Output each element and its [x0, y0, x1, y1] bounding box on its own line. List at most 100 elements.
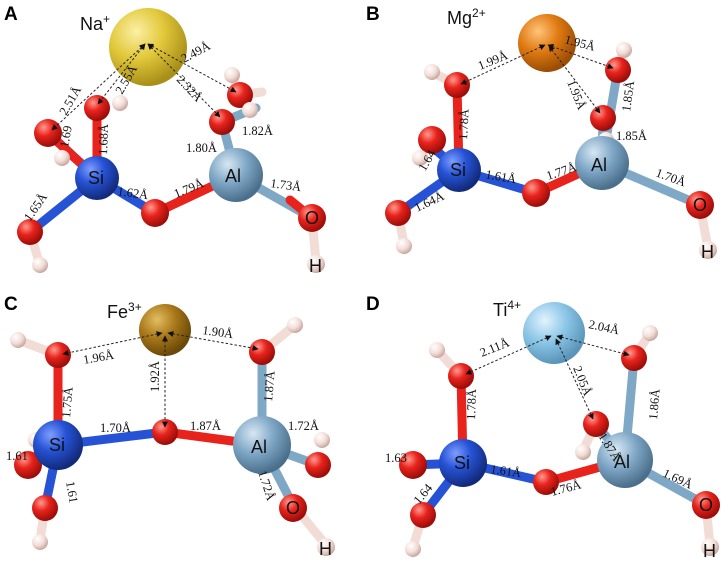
oxygen-atom	[399, 451, 427, 479]
hydrogen-atom	[412, 150, 428, 166]
oxygen-atom	[14, 451, 42, 479]
distance-guides	[465, 334, 630, 420]
distance-label: 1.73Å	[270, 176, 303, 194]
aluminum-atom	[233, 416, 291, 474]
oxygen-atom	[17, 219, 43, 245]
oxygen-atom	[152, 419, 178, 445]
distance-label: 1.82Å	[242, 124, 273, 138]
oxygen-atom	[686, 191, 714, 219]
hydrogen-atom	[314, 432, 330, 448]
o-label: O	[286, 498, 300, 518]
panel-a: A	[4, 4, 326, 276]
distance-guides	[51, 43, 237, 131]
al-label: Al	[614, 452, 630, 472]
oxygen-atom	[385, 200, 411, 226]
hydrogen-atom	[10, 332, 26, 348]
titanium-atom	[523, 302, 585, 364]
distance-label: 1.62Å	[117, 184, 150, 202]
oxygen-atom	[621, 345, 647, 371]
oxygen-atom	[533, 469, 559, 495]
hydrogen-atom	[317, 538, 335, 556]
oxygen-atom	[590, 105, 616, 131]
si-label: Si	[450, 160, 466, 180]
aluminum-atom	[209, 148, 263, 202]
o-label: O	[305, 208, 319, 228]
hydrogen-atom	[242, 102, 258, 118]
distance-label: 2.32Å	[174, 72, 205, 104]
distance-label: 2.51Å	[56, 84, 84, 118]
atoms	[399, 302, 720, 557]
panel-letter: D	[366, 294, 380, 315]
hydrogen-atom	[575, 444, 591, 460]
silicon-atom	[75, 156, 119, 200]
panel-c: C	[4, 294, 335, 559]
distance-label: 2.11Å	[478, 335, 511, 359]
oxygen-atom	[45, 342, 71, 368]
cation-label: Ti4+	[493, 298, 521, 320]
distance-label: 1.80Å	[186, 141, 217, 155]
atoms	[10, 304, 335, 556]
distance-label: 1.78Å	[456, 109, 472, 141]
hydrogen-atom	[424, 64, 440, 80]
oxygen-atom	[32, 495, 58, 521]
distance-label: 1.96Å	[82, 348, 115, 367]
distance-label: 1.90Å	[202, 323, 235, 341]
hydrogen-atom	[396, 238, 412, 254]
bonds	[393, 43, 713, 253]
distance-label: 1.63	[385, 451, 407, 465]
hydrogen-atom	[642, 325, 658, 341]
cation-label: Na+	[80, 12, 110, 34]
hydrogen-atom	[112, 95, 128, 111]
distance-label: 1.85Å	[619, 80, 637, 113]
distance-guides	[62, 330, 259, 428]
hydrogen-atom	[54, 150, 70, 166]
oxygen-atom	[522, 179, 550, 207]
silicon-atom	[437, 148, 481, 192]
silicon-atom	[33, 420, 83, 470]
panel-d: D	[366, 294, 720, 561]
distance-label: 2.04Å	[587, 317, 620, 337]
si-label: Si	[49, 435, 65, 455]
h-label: H	[703, 541, 716, 561]
distance-label: 1.95Å	[564, 78, 589, 112]
iron-atom	[139, 304, 191, 356]
hydrogen-atom	[224, 67, 240, 83]
oxygen-atom	[448, 363, 474, 389]
hydrogen-atom	[429, 342, 445, 358]
distance-label: 1.61Å	[490, 462, 523, 480]
distance-label: 1.75Å	[59, 386, 76, 418]
panel-letter: A	[4, 4, 18, 25]
distance-label: 1.61Å	[484, 167, 517, 186]
distance-label: 1.87Å	[261, 370, 278, 402]
aluminum-atom	[597, 432, 653, 488]
silicon-atom	[439, 439, 487, 487]
atoms	[385, 14, 717, 259]
panel-letter: B	[366, 4, 380, 25]
hydrogen-atom	[32, 534, 48, 550]
si-label: Si	[88, 168, 104, 188]
si-label: Si	[454, 453, 470, 473]
h-label: H	[309, 256, 322, 276]
cation-label: Fe3+	[107, 300, 142, 322]
distance-label: 1.68Å	[96, 124, 111, 155]
al-label: Al	[251, 437, 267, 457]
distance-label: 1.61	[63, 480, 81, 504]
panel-letter: C	[4, 294, 18, 315]
oxygen-atom	[605, 57, 631, 83]
oxygen-atom	[444, 72, 470, 98]
oxygen-atom	[692, 491, 720, 519]
panel-b: B	[366, 4, 717, 262]
cation-label: Mg2+	[447, 6, 486, 28]
h-label: H	[319, 539, 332, 559]
hydrogen-atom	[616, 42, 632, 58]
distance-label: 1.99Å	[476, 48, 510, 73]
distance-label: 1.72Å	[288, 419, 319, 433]
oxygen-atom	[418, 126, 446, 154]
hydrogen-atom	[32, 257, 48, 273]
hydrogen-atom	[287, 317, 303, 333]
al-label: Al	[225, 166, 241, 186]
aluminum-atom	[575, 136, 629, 190]
oxygen-atom	[84, 95, 110, 121]
hydrogen-atom	[699, 241, 717, 259]
